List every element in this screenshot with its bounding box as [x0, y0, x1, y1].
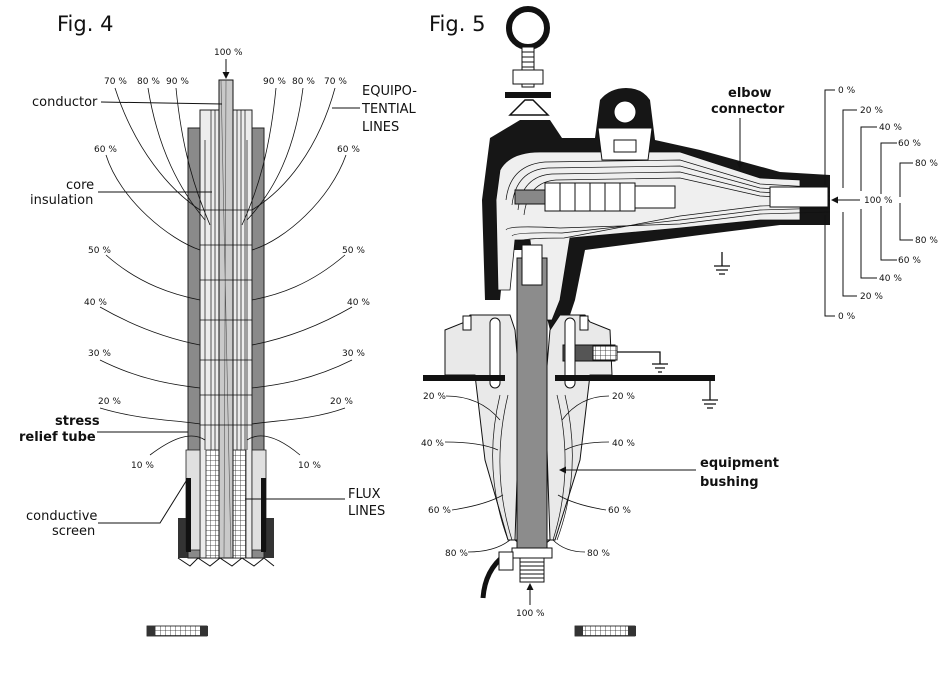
fig4-equipotential-lines — [99, 87, 353, 456]
fig5-bushing-left-20: 20 % — [423, 392, 446, 402]
fig4-label-insulation: insulation — [30, 193, 93, 208]
fig4-label-conductor: conductor — [32, 95, 98, 110]
fig4-label-flux-lines: LINES — [348, 504, 385, 519]
fig4-cable-body — [177, 79, 275, 567]
fig5-bushing-right-20: 20 % — [612, 392, 635, 402]
fig4-pct-left-40: 40 % — [84, 298, 107, 308]
fig5-scale-bottom-80: 80 % — [915, 236, 938, 246]
fig4-pct-right-60: 60 % — [337, 145, 360, 155]
fig4-pct-right-20: 20 % — [330, 397, 353, 407]
fig5-scale-bottom-60: 60 % — [898, 256, 921, 266]
fig5-bushing-left-80: 80 % — [445, 549, 468, 559]
fig4-pct-right-30: 30 % — [342, 349, 365, 359]
fig5-bushing-right-40: 40 % — [612, 439, 635, 449]
fig5-bottom-100: 100 % — [516, 609, 545, 619]
fig5-label-equipment: equipment — [700, 456, 779, 471]
fig4-label-conductive: conductive — [26, 509, 97, 524]
fig4-pct-right-50: 50 % — [342, 246, 365, 256]
fig4-pct-left-10: 10 % — [131, 461, 154, 471]
fig4-pct-100: 100 % — [214, 48, 243, 58]
fig5: Fig. 5 — [421, 6, 938, 637]
fig4-pct-right-10: 10 % — [298, 461, 321, 471]
fig5-scale-100: 100 % — [864, 196, 893, 206]
fig4-pct-left-70: 70 % — [104, 77, 127, 87]
fig5-scale-top-40: 40 % — [879, 123, 902, 133]
fig4-label-tential: TENTIAL — [361, 102, 417, 117]
fig5-scale-top-20: 20 % — [860, 106, 883, 116]
fig4-pct-left-30: 30 % — [88, 349, 111, 359]
fig4-pct-right-80: 80 % — [292, 77, 315, 87]
fig5-title: Fig. 5 — [429, 12, 485, 36]
fig5-bushing-right-80: 80 % — [587, 549, 610, 559]
ground-symbols — [617, 252, 730, 409]
fig5-label-elbow: elbow — [728, 86, 772, 101]
fig4-pct-left-80: 80 % — [137, 77, 160, 87]
fig4-pct-left-60: 60 % — [94, 145, 117, 155]
fig4-label-lines: LINES — [362, 120, 399, 135]
fig4-label-relief-tube: relief tube — [19, 430, 96, 445]
fig4-pct-left-20: 20 % — [98, 397, 121, 407]
eye-bolt — [505, 6, 551, 116]
fig5-bushing-left-60: 60 % — [428, 506, 451, 516]
fig4-label-equipo: EQUIPO- — [362, 84, 417, 99]
fig5-scale-top-0: 0 % — [838, 86, 856, 96]
fig4-title: Fig. 4 — [57, 12, 113, 36]
fig4-cable-section — [146, 625, 208, 637]
fig5-bushing-left-40: 40 % — [421, 439, 444, 449]
fig4-label-screen: screen — [52, 524, 95, 539]
fig4-pct-right-90: 90 % — [263, 77, 286, 87]
fig5-scale-bottom-40: 40 % — [879, 274, 902, 284]
fig4-label-flux: FLUX — [348, 487, 381, 502]
elbow-probe — [514, 182, 829, 212]
fig4-pct-right-40: 40 % — [347, 298, 370, 308]
equipment-bushing — [423, 244, 715, 599]
fig5-scale-bottom-20: 20 % — [860, 292, 883, 302]
fig4-label-stress: stress — [55, 414, 100, 429]
fig5-scale-bottom-0: 0 % — [838, 312, 856, 322]
fig5-label-connector: connector — [711, 102, 785, 117]
fig5-label-bushing: bushing — [700, 475, 759, 490]
fig4-pct-right-70: 70 % — [324, 77, 347, 87]
fig5-scale-top-80: 80 % — [915, 159, 938, 169]
fig4-pct-left-50: 50 % — [88, 246, 111, 256]
fig4-label-core: core — [66, 178, 94, 193]
fig5-bushing-percentages: 20 % 40 % 60 % 80 % 20 % 40 % 60 % 80 % … — [421, 392, 635, 619]
fig5-bushing-right-60: 60 % — [608, 506, 631, 516]
fig4: Fig. 4 — [19, 12, 417, 637]
fig5-voltage-scale: 0 % 20 % 40 % 60 % 80 % 100 % 80 % 60 % … — [824, 86, 938, 322]
fig5-cable-section — [574, 625, 636, 637]
fig4-pct-left-90: 90 % — [166, 77, 189, 87]
fig5-scale-top-60: 60 % — [898, 139, 921, 149]
